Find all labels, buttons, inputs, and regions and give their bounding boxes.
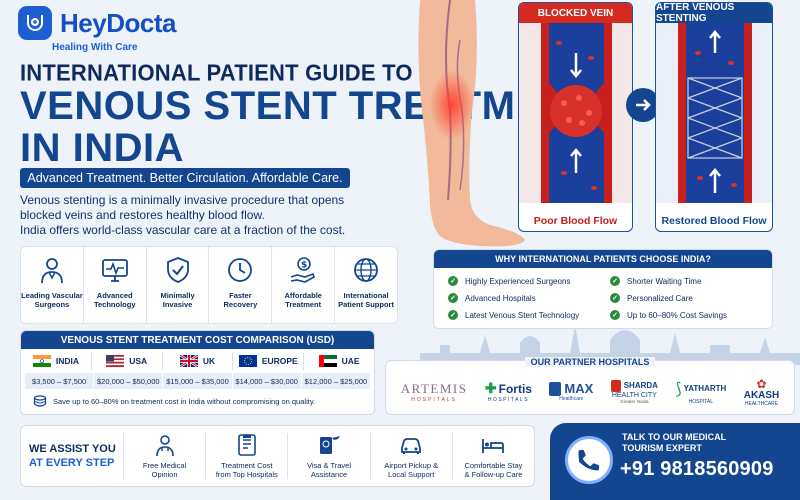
country-uae: UAE [304,352,374,370]
globe-icon [354,258,378,282]
description: Venous stenting is a minimally invasive … [20,193,400,238]
brand-tagline: Healing With Care [52,42,138,53]
brand-logo-icon [18,6,52,40]
partner-hospitals: OUR PARTNER HOSPITALS ARTEMIS HOSPITALS … [385,357,795,415]
check-icon: ✓ [610,276,620,286]
price-uk: $15,000 – $35,000 [163,373,233,389]
check-icon: ✓ [610,293,620,303]
doctor-icon [155,435,174,457]
check-icon: ✓ [448,276,458,286]
why-item: ✓Advanced Hospitals [448,293,610,303]
check-icon: ✓ [448,293,458,303]
partner-akash: ✿ AKASH HEALTHCARE [743,376,780,407]
blocked-vein-illustration [519,23,632,203]
shield-check-icon [166,257,189,283]
partner-artemis: ARTEMIS HOSPITALS [400,380,468,403]
title-line-1: INTERNATIONAL PATIENT GUIDE TO [20,59,413,86]
assist-title-line-1: WE ASSIST YOU [29,443,116,455]
why-item: ✓Highly Experienced Surgeons [448,276,610,286]
assist-item: Airport Pickup &Local Support [369,433,452,479]
why-item: ✓Up to 60–80% Cost Savings [610,310,772,320]
check-icon: ✓ [610,310,620,320]
monitor-icon [101,259,128,282]
dollar-hand-icon: $ [290,257,316,283]
cost-table-title: VENOUS STENT TREATMENT COST COMPARISON (… [21,331,374,349]
assist-strip: WE ASSIST YOU AT EVERY STEP Free Medical… [20,425,535,487]
blocked-vein-panel: BLOCKED VEIN Poor Blood Flow [518,2,633,232]
uk-flag-icon [179,355,198,367]
contact-label: TALK TO OUR MEDICAL TOURISM EXPERT [622,432,727,453]
price-india: $3,500 – $7,500 [25,373,95,389]
title-line-3: IN INDIA [20,126,184,170]
eu-flag-icon [238,355,257,367]
cost-sheet-icon [237,434,256,456]
contact-phone-number[interactable]: +91 9818560909 [620,458,774,480]
after-stenting-caption: Restored Blood Flow [661,215,767,227]
phone-icon[interactable] [565,436,613,484]
partners-title: OUR PARTNER HOSPITALS [524,357,656,367]
brand-name: HeyDocta [60,8,176,38]
why-india-box: WHY INTERNATIONAL PATIENTS CHOOSE INDIA?… [433,249,773,329]
price-uae: $12,000 – $25,000 [304,376,368,386]
partner-sharda: SHARDA HEALTH CITY Greater Noida [610,379,658,404]
country-usa: USA [92,352,163,370]
partner-max: MAX Healthcare [549,381,593,402]
fortis-logo-icon: ✚ [484,380,497,396]
car-icon [401,438,422,454]
bed-icon [482,439,505,453]
brand-block: HeyDocta Healing With Care [18,6,176,53]
yatharth-logo-icon: ⟆ [675,380,682,398]
clock-icon [228,258,253,282]
partner-fortis: ✚Fortis HOSPITALS [484,380,532,403]
partner-yatharth: ⟆YATHARTH HOSPITAL [675,380,727,405]
surgeon-icon [41,258,63,284]
why-india-title: WHY INTERNATIONAL PATIENTS CHOOSE INDIA? [434,250,772,268]
city-skyline [420,325,800,365]
country-uk: UK [163,352,234,370]
description-line: Venous stenting is a minimally invasive … [20,193,345,207]
blocked-vein-title: BLOCKED VEIN [519,3,632,23]
why-item: ✓Latest Venous Stent Technology [448,310,610,320]
coins-icon [33,395,47,407]
usa-flag-icon [106,355,125,367]
title-line-2: VENOUS STENT TREATMENT [20,84,597,128]
why-item: ✓Personalized Care [610,293,772,303]
stented-vein-illustration [656,23,772,203]
india-flag-icon [32,355,51,367]
akash-logo-icon: ✿ [756,376,767,391]
arrow-right-icon [626,88,660,122]
assist-item: Comfortable Stay& Follow-up Care [451,433,534,479]
cost-comparison-table: VENOUS STENT TREATMENT COST COMPARISON (… [20,330,375,415]
svg-text:$: $ [301,261,307,271]
why-item: ✓Shorter Waiting Time [610,276,772,286]
price-usa: $20,000 – $50,000 [94,373,164,389]
country-europe: EUROPE [233,352,305,370]
after-stenting-panel: AFTER VENOUS STENTING Restored Blood Flo… [655,2,773,232]
max-logo-icon [549,381,562,396]
uae-flag-icon [318,355,337,367]
price-europe: $14,000 – $30,000 [233,373,302,389]
blocked-vein-caption: Poor Blood Flow [533,215,618,227]
country-india: INDIA [21,352,92,370]
check-icon: ✓ [448,310,458,320]
passport-plane-icon [320,436,340,454]
sharda-logo-icon [610,379,621,392]
savings-note: Save up to 60–80% on treatment cost in I… [33,395,362,407]
tagline-banner: Advanced Treatment. Better Circulation. … [20,168,350,188]
leg-illustration [418,0,525,247]
assist-title-line-2: AT EVERY STEP [29,457,115,469]
after-stenting-title: AFTER VENOUS STENTING [656,3,772,24]
description-line: India offers world-class vascular care a… [20,223,346,237]
description-line: blocked veins and restores healthy blood… [20,208,265,222]
